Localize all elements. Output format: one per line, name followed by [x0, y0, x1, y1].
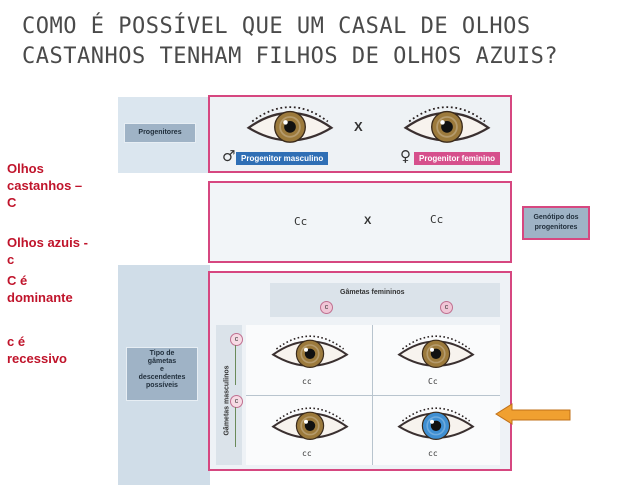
female-symbol: ♀ — [400, 147, 411, 165]
legend-blue-eyes: Olhos azuis - c — [7, 235, 88, 267]
punnett-grid: cc Cc cc cc — [246, 325, 500, 465]
female-parent-eye — [402, 103, 492, 149]
offspring-types-label: Tipo de gâmetas e descendentes possíveis — [126, 347, 198, 401]
offspring-panel: Gâmetas femininos c c Gâmetas masculinos… — [208, 271, 512, 471]
genotype-cross-symbol: X — [364, 215, 372, 227]
male-gamete-2-tail — [235, 407, 236, 447]
male-genotype: Cc — [294, 215, 308, 228]
male-gamete-1-tail — [235, 345, 236, 385]
legend-dominant: C é dominante — [7, 273, 73, 305]
male-symbol: ♂ — [222, 147, 236, 165]
genotype-parents-label: Genótipo dos progenitores — [522, 206, 590, 240]
legend-brown-eyes: Olhos castanhos – C — [7, 161, 83, 210]
female-genotype: Cc — [430, 213, 444, 226]
slide-title: COMO É POSSÍVEL QUE UM CASAL DE OLHOS CA… — [22, 14, 559, 69]
offspring-genotype-1: cc — [302, 377, 312, 386]
offspring-eye-4-blue — [396, 405, 476, 445]
offspring-eye-2 — [396, 333, 476, 373]
female-gamete-1: c — [320, 301, 333, 314]
progenitores-label: Progenitores — [124, 123, 196, 143]
arrow-icon — [495, 403, 571, 425]
offspring-genotype-4: cc — [428, 449, 438, 458]
male-gamete-1: c — [230, 333, 243, 346]
legend-recessive: c é recessivo — [7, 334, 67, 366]
parents-panel: X ♂ Progenitor masculino ♀ Progenitor fe… — [208, 95, 512, 173]
female-parent-tag: Progenitor feminino — [414, 152, 500, 165]
parents-cross-symbol: X — [354, 119, 363, 134]
offspring-genotype-3: cc — [302, 449, 312, 458]
offspring-eye-3 — [270, 405, 350, 445]
genetics-figure: Progenitores X ♂ Progenitor masculino ♀ … — [118, 95, 518, 485]
offspring-eye-1 — [270, 333, 350, 373]
female-gametes-label: Gâmetas femininos — [340, 289, 405, 296]
male-parent-eye — [245, 103, 335, 149]
grid-horizontal-divider — [246, 395, 500, 396]
female-gamete-2: c — [440, 301, 453, 314]
male-gamete-2: c — [230, 395, 243, 408]
male-parent-tag: Progenitor masculino — [236, 152, 329, 165]
female-gametes-header — [270, 283, 500, 317]
genotype-panel: Cc X Cc — [208, 181, 512, 263]
offspring-genotype-2: Cc — [428, 377, 438, 386]
